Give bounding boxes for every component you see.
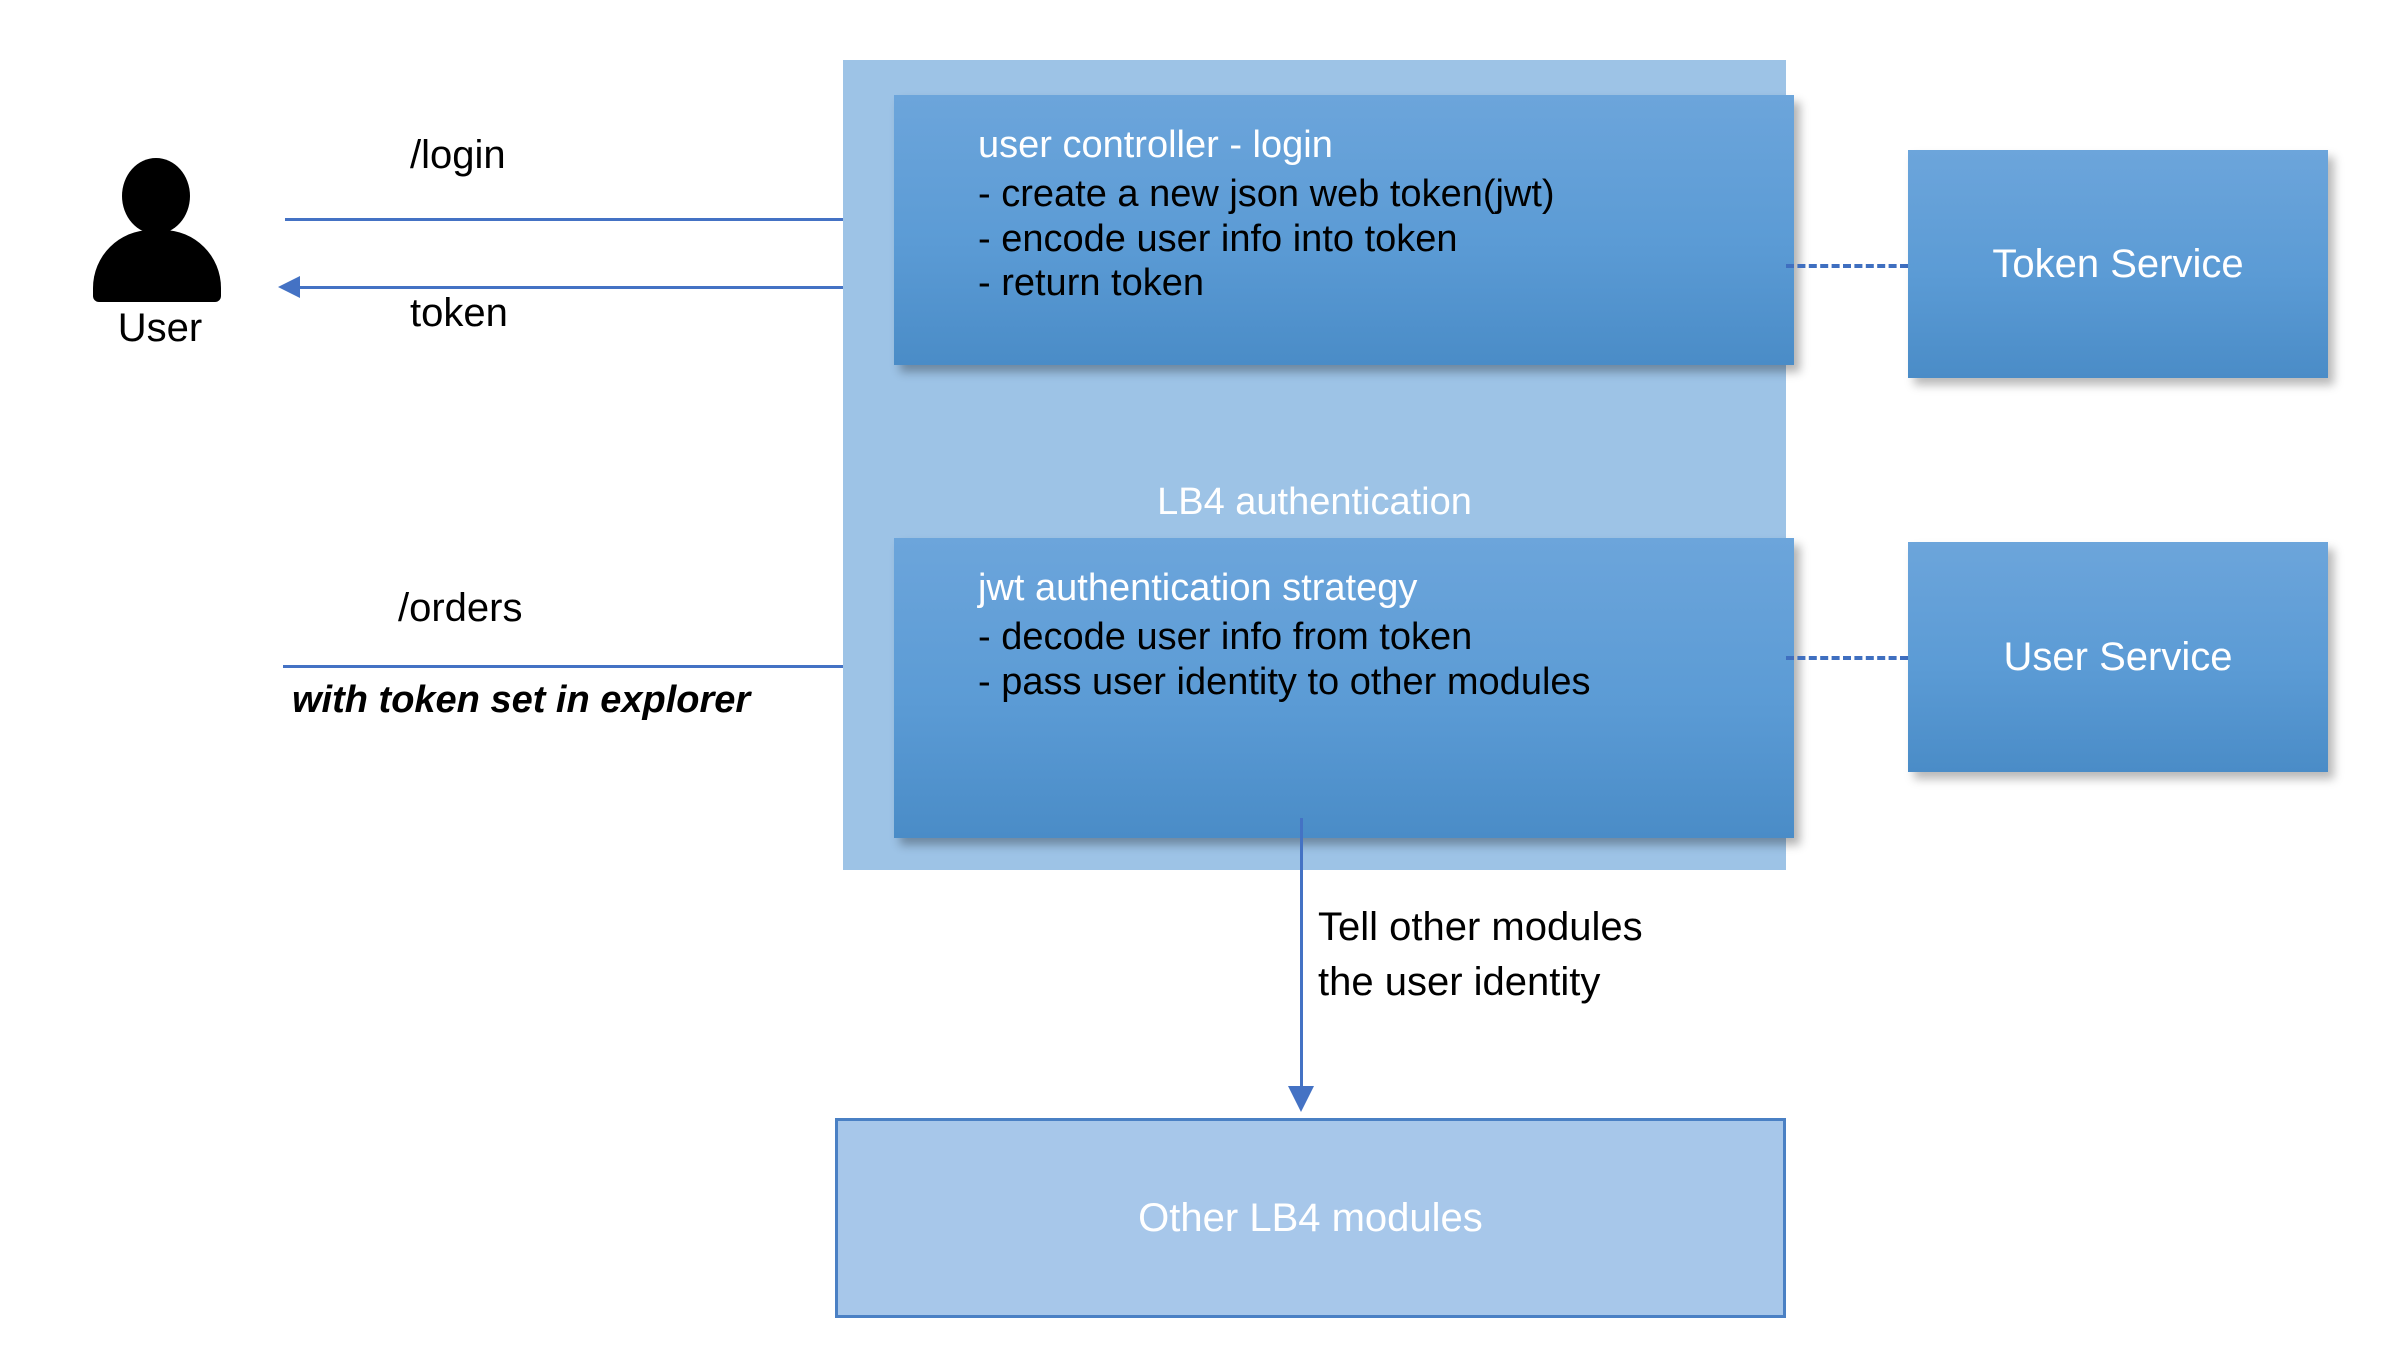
edge-line-token: [300, 286, 950, 289]
box-user-controller-title: user controller - login: [978, 124, 1333, 166]
edge-label-token: token: [410, 291, 508, 335]
box-jwt-strategy-line-2: - pass user identity to other modules: [978, 660, 1591, 703]
box-user-controller-line-1: - create a new json web token(jwt): [978, 172, 1555, 215]
edge-label-orders-note: with token set in explorer: [292, 679, 751, 721]
user-person-icon-head: [122, 158, 190, 234]
edge-line-login: [285, 218, 950, 221]
edge-label-login: /login: [410, 133, 506, 177]
box-user-controller-line-3: - return token: [978, 262, 1204, 305]
box-token-service[interactable]: Token Service: [1908, 150, 2328, 378]
box-other-lb4-modules[interactable]: Other LB4 modules: [835, 1118, 1786, 1318]
lb4-authentication-label: LB4 authentication: [1157, 481, 1472, 523]
edge-line-tell-modules: [1300, 818, 1303, 1086]
user-person-icon-body: [93, 230, 221, 302]
connector-token-service: [1786, 264, 1908, 268]
box-other-lb4-modules-label: Other LB4 modules: [1138, 1195, 1483, 1240]
box-user-controller[interactable]: user controller - login - create a new j…: [894, 95, 1794, 365]
box-user-controller-line-2: - encode user info into token: [978, 217, 1458, 260]
edge-label-orders: /orders: [398, 586, 523, 630]
lb4-authentication-container: user controller - login - create a new j…: [843, 60, 1794, 870]
connector-user-service: [1786, 656, 1908, 660]
edge-label-tell-modules: Tell other modules the user identity: [1318, 905, 1643, 1005]
edge-arrowhead-token: [278, 276, 300, 298]
box-user-service[interactable]: User Service: [1908, 542, 2328, 772]
box-token-service-label: Token Service: [1992, 241, 2244, 286]
box-jwt-strategy-line-1: - decode user info from token: [978, 615, 1473, 658]
user-actor-label: User: [117, 306, 203, 350]
user-actor: User: [60, 140, 260, 360]
box-user-service-label: User Service: [2003, 634, 2233, 679]
edge-arrowhead-tell-modules: [1288, 1086, 1314, 1112]
box-jwt-strategy-title: jwt authentication strategy: [978, 567, 1418, 609]
edge-line-orders: [283, 665, 950, 668]
box-jwt-authentication-strategy[interactable]: jwt authentication strategy - decode use…: [894, 538, 1794, 838]
